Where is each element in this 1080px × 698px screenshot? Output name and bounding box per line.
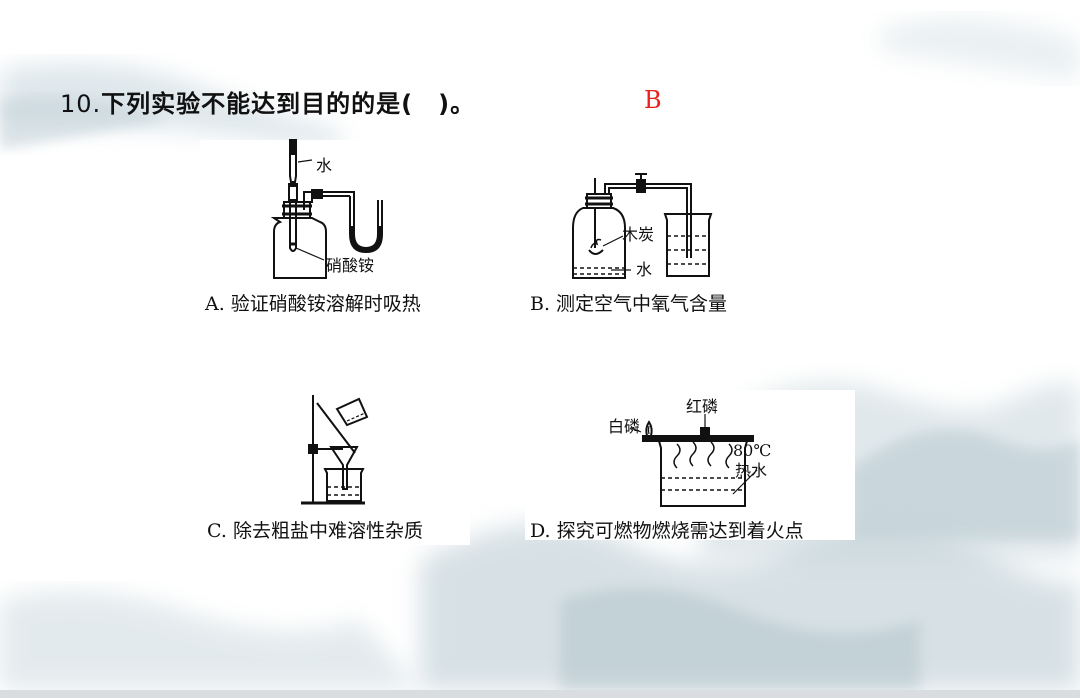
option-a-label-ammonium-nitrate: 硝酸铵 [326,256,375,275]
option-b-label-water: 水 [636,260,653,279]
option-d-label-red-phosphorus: 红磷 [686,397,719,416]
option-d-caption: D. 探究可燃物燃烧需达到着火点 [530,520,804,542]
option-a-caption: A. 验证硝酸铵溶解时吸热 [205,293,421,315]
option-a-label-water: 水 [316,156,333,175]
option-a-apparatus [270,139,383,279]
option-b-apparatus [572,173,713,279]
option-d-label-hot-water: 热水 [735,461,768,480]
option-c-apparatus [301,395,369,505]
answer-mark: B [644,86,662,114]
option-a-panel [200,139,470,320]
option-d-label-white-phosphorus: 白磷 [608,417,641,436]
option-b-label-charcoal: 木炭 [622,225,655,244]
option-d-apparatus [630,414,758,507]
question-number: 10. [60,90,102,118]
bottom-bar [0,690,1080,698]
question-text: 下列实验不能达到目的的是( )。 [101,90,476,118]
option-b-panel [525,170,775,320]
option-c-panel [205,385,470,545]
option-c-caption: C. 除去粗盐中难溶性杂质 [207,520,423,542]
option-d-label-temperature: 80℃ [733,441,772,460]
option-b-caption: B. 测定空气中氧气含量 [530,293,728,315]
question-stem: 10.下列实验不能达到目的的是( )。 [60,84,475,119]
option-d-panel [525,390,855,540]
